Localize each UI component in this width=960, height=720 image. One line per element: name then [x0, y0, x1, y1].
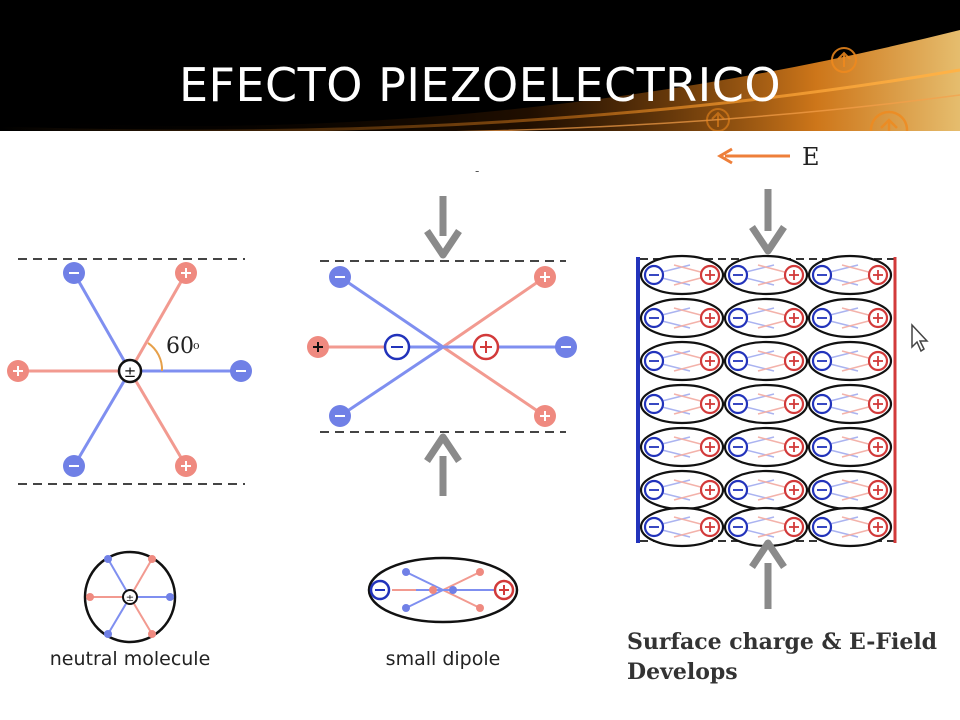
atom-negative [329, 405, 351, 427]
dipole-cell [639, 297, 725, 339]
dipole-cell [807, 426, 893, 468]
panel-surface-charge: E Surface charge & E-Field Develops [627, 143, 937, 685]
dipole-cell [807, 340, 893, 382]
center-symbol: ± [124, 363, 137, 381]
small-dipole-icon [367, 556, 519, 624]
dipole-cell [807, 469, 893, 511]
dipole-cell [807, 383, 893, 425]
dipole-cell [639, 383, 725, 425]
caption-surface-line2: Develops [627, 659, 738, 685]
title-glow-decoration [0, 0, 960, 140]
dipole-cell [807, 297, 893, 339]
atom-negative [63, 455, 85, 477]
dipole-cell [723, 469, 809, 511]
dipole-cell [807, 506, 893, 548]
svg-text:-: - [475, 164, 479, 178]
panel-small-dipole: - [307, 164, 577, 670]
dipole-cell [807, 254, 893, 296]
upload-circle-icon [706, 108, 730, 132]
atom-negative [329, 266, 351, 288]
dipole-cell [639, 426, 725, 468]
dipole-cell [723, 297, 809, 339]
dipole-cell [723, 506, 809, 548]
dipole-cell [723, 383, 809, 425]
atom-positive [175, 262, 197, 284]
upload-circle-icon [831, 47, 857, 73]
atom-positive [307, 336, 329, 358]
compression-arrow-up [749, 539, 787, 609]
caption-surface-line1: Surface charge & E-Field [627, 629, 937, 655]
atom-negative [230, 360, 252, 382]
upload-circle-icons [706, 47, 909, 140]
dipole-cell [723, 426, 809, 468]
atom-positive [534, 405, 556, 427]
dipole-cell [639, 254, 725, 296]
dipole-cell [639, 506, 725, 548]
dipole-cell [723, 340, 809, 382]
angle-arc [147, 342, 164, 372]
atom-negative [63, 262, 85, 284]
dipole-cell [639, 469, 725, 511]
caption-small-dipole: small dipole [386, 648, 501, 670]
center-atom-neutral: ± [117, 358, 143, 384]
degree-mark: o [193, 339, 200, 352]
efield-arrow [717, 147, 790, 165]
piezo-diagram: 60 o ± [7, 143, 937, 685]
cursor-arrow-icon [911, 323, 929, 353]
atom-positive [7, 360, 29, 382]
neutral-molecule-icon: ± [83, 550, 177, 644]
panel-neutral-molecule: 60 o ± [7, 258, 252, 670]
dipole-grid [639, 254, 893, 548]
title-band: EFECTO PIEZOELECTRICO [0, 0, 960, 140]
slide-title: EFECTO PIEZOELECTRICO [178, 58, 782, 112]
dipole-negative-center [383, 333, 411, 361]
svg-text:±: ± [126, 593, 134, 604]
dipole-cell [639, 340, 725, 382]
compression-arrow-up [424, 433, 462, 496]
compression-arrow-down [424, 196, 462, 259]
atom-positive [534, 266, 556, 288]
dipole-positive-center [472, 333, 500, 361]
compression-arrow-down [749, 189, 787, 255]
angle-label: 60 [166, 334, 194, 359]
efield-label: E [802, 143, 820, 171]
dipole-cell [723, 254, 809, 296]
atom-positive [175, 455, 197, 477]
atom-negative [555, 336, 577, 358]
caption-neutral-molecule: neutral molecule [50, 648, 211, 670]
diagram-area: 60 o ± [0, 131, 960, 720]
